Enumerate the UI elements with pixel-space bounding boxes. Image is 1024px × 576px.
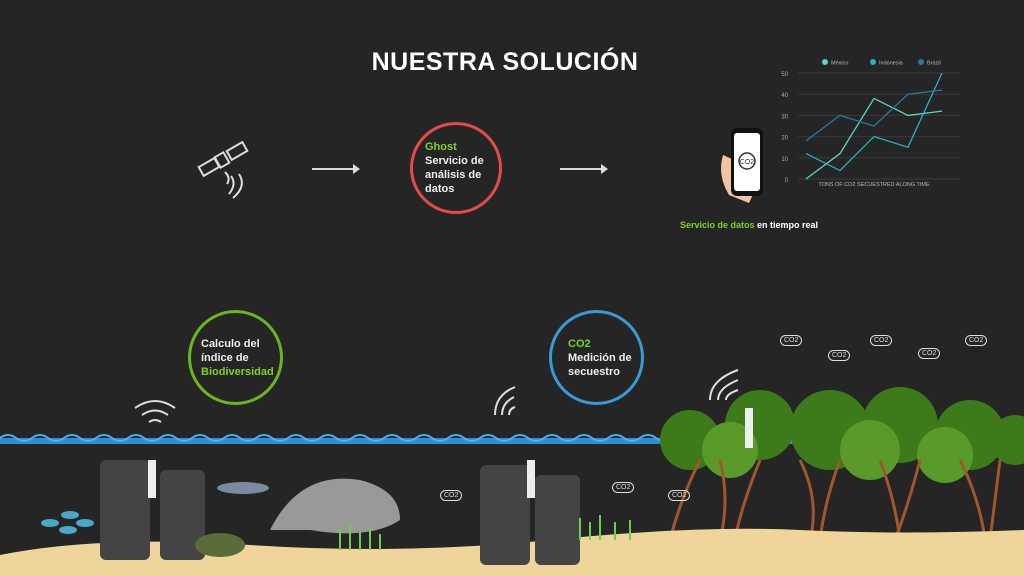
flow-arrow: [312, 164, 360, 174]
realtime-rest: en tiempo real: [754, 220, 819, 230]
flow-arrow: [560, 164, 608, 174]
biodiversity-text: Calculo del índice de Biodiversidad: [201, 337, 280, 379]
co2-cloud-icon: CO2: [918, 348, 941, 359]
co2-cloud-icon: CO2: [780, 335, 803, 346]
series-line-brazil: [805, 89, 943, 142]
co2-cloud-icon: CO2: [668, 490, 691, 501]
y-tick-label: 40: [781, 93, 788, 99]
biodiversity-circle: Calculo del índice de Biodiversidad: [188, 310, 283, 405]
manatee: [270, 478, 400, 534]
co2-cloud-icon: CO2: [612, 482, 635, 493]
monitoring-structures: [100, 460, 580, 565]
y-tick-label: 10: [781, 157, 788, 163]
y-tick-label: 50: [781, 72, 788, 78]
y-tick-label: 30: [781, 114, 788, 120]
series-line-méxico: [805, 97, 943, 180]
co2-cloud-icon: CO2: [828, 350, 851, 361]
phone-co2-label: CO2: [740, 159, 755, 166]
x-axis-label: TONS OF CO2 SECUESTRED ALONG TIME: [818, 182, 930, 188]
satellite-icon: [197, 140, 249, 199]
legend-marker: [822, 59, 828, 65]
ghost-desc: Servicio de análisis de datos: [425, 155, 484, 195]
co2-label: CO2: [568, 337, 591, 350]
series-line-indonesia: [805, 72, 943, 172]
biodiversity-line: Calculo del índice de: [201, 337, 260, 364]
biodiversity-highlight: Biodiversidad: [201, 365, 274, 378]
legend-label: Brazil: [927, 61, 941, 67]
co2-circle: CO2 Medición de secuestro: [549, 310, 644, 405]
co2-desc: Medición de secuestro: [568, 351, 632, 378]
turtle: [195, 533, 245, 557]
legend-label: Indonesia: [879, 61, 904, 67]
y-tick-label: 20: [781, 136, 788, 142]
ocean-scene: [0, 369, 1024, 576]
signal-icons: [134, 369, 739, 423]
ghost-circle: Ghost Servicio de análisis de datos: [410, 122, 502, 214]
co2-cloud-icon: CO2: [965, 335, 988, 346]
co2-cloud-icon: CO2: [440, 490, 463, 501]
realtime-highlight: Servicio de datos: [680, 220, 755, 230]
y-tick-label: 0: [785, 178, 789, 184]
page-title: NUESTRA SOLUCIÓN: [371, 48, 639, 76]
phone-in-hand-icon: CO2: [721, 128, 763, 203]
legend-marker: [918, 59, 924, 65]
co2-cloud-icon: CO2: [870, 335, 893, 346]
realtime-caption: Servicio de datos en tiempo real: [680, 220, 818, 230]
legend-label: México: [831, 61, 848, 67]
mangroves: [660, 387, 1024, 483]
legend-marker: [870, 59, 876, 65]
fish: [217, 482, 269, 494]
ghost-label: Ghost: [425, 141, 457, 153]
